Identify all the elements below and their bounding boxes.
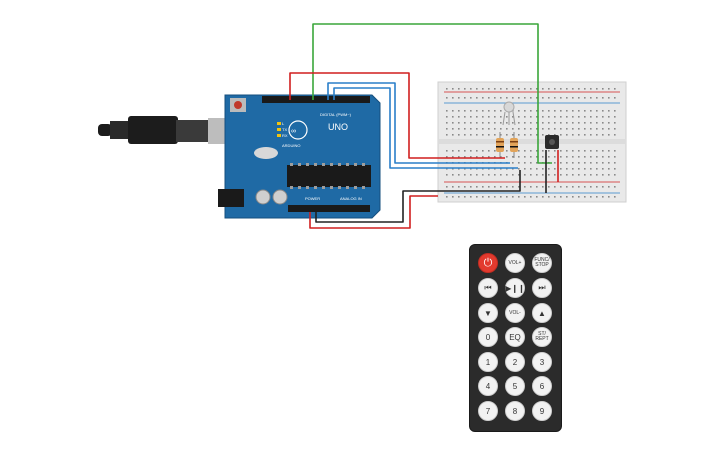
digit-1-button[interactable]: 1	[478, 352, 498, 372]
wire-green	[312, 23, 552, 164]
l-led-label: L	[282, 121, 285, 126]
wire-red-5v	[309, 195, 438, 229]
wire-blue-1	[327, 82, 510, 164]
digit-0-button[interactable]: 0	[478, 327, 498, 347]
up-button[interactable]: ▲	[532, 303, 552, 323]
down-button[interactable]: ▼	[478, 303, 498, 323]
brand-label: ARDUINO	[282, 143, 300, 148]
digital-header	[262, 96, 370, 103]
prev-button[interactable]: ⏮	[478, 278, 498, 298]
usb-cable[interactable]	[98, 116, 242, 144]
analog-label: ANALOG IN	[340, 196, 362, 201]
wire-red-top	[289, 72, 505, 159]
digit-6-button[interactable]: 6	[532, 376, 552, 396]
wire-blue-2	[333, 87, 518, 169]
resistor-2[interactable]	[510, 132, 518, 158]
power-jack	[218, 189, 244, 207]
model-label: UNO	[328, 122, 348, 132]
digit-8-button[interactable]: 8	[505, 401, 525, 421]
eq-button[interactable]: EQ	[505, 327, 525, 347]
rgb-led[interactable]	[502, 101, 516, 126]
func-stop-button[interactable]: FUNC/ STOP	[532, 253, 552, 273]
microcontroller-chip	[287, 165, 371, 187]
st-rept-button[interactable]: ST/ REPT	[532, 327, 552, 347]
resistor-1[interactable]	[496, 132, 504, 158]
digit-9-button[interactable]: 9	[532, 401, 552, 421]
vol-up-button[interactable]: VOL+	[505, 253, 525, 273]
svg-text:∞: ∞	[291, 128, 296, 135]
power-label: POWER	[305, 196, 320, 201]
digit-2-button[interactable]: 2	[505, 352, 525, 372]
power-button[interactable]: ⏻	[478, 253, 498, 273]
rx-led-label: RX	[282, 133, 288, 138]
tx-led-label: TX	[282, 127, 287, 132]
ir-receiver[interactable]	[545, 135, 559, 149]
digit-7-button[interactable]: 7	[478, 401, 498, 421]
wires	[289, 23, 559, 229]
play-pause-button[interactable]: ▶❙❙	[505, 278, 525, 298]
power-analog-header	[288, 205, 370, 212]
wire-black-gnd	[315, 170, 521, 223]
arduino-uno-board[interactable]: ∞ ARDUINO UNO DIGITAL (PWM~) L TX RX POW…	[218, 94, 381, 219]
next-button[interactable]: ⏭	[532, 278, 552, 298]
breadboard[interactable]	[437, 81, 627, 203]
digit-5-button[interactable]: 5	[505, 376, 525, 396]
digit-4-button[interactable]: 4	[478, 376, 498, 396]
vol-down-button[interactable]: VOL-	[505, 303, 525, 323]
crystal	[254, 147, 278, 159]
digit-3-button[interactable]: 3	[532, 352, 552, 372]
digital-label: DIGITAL (PWM~)	[320, 112, 352, 117]
